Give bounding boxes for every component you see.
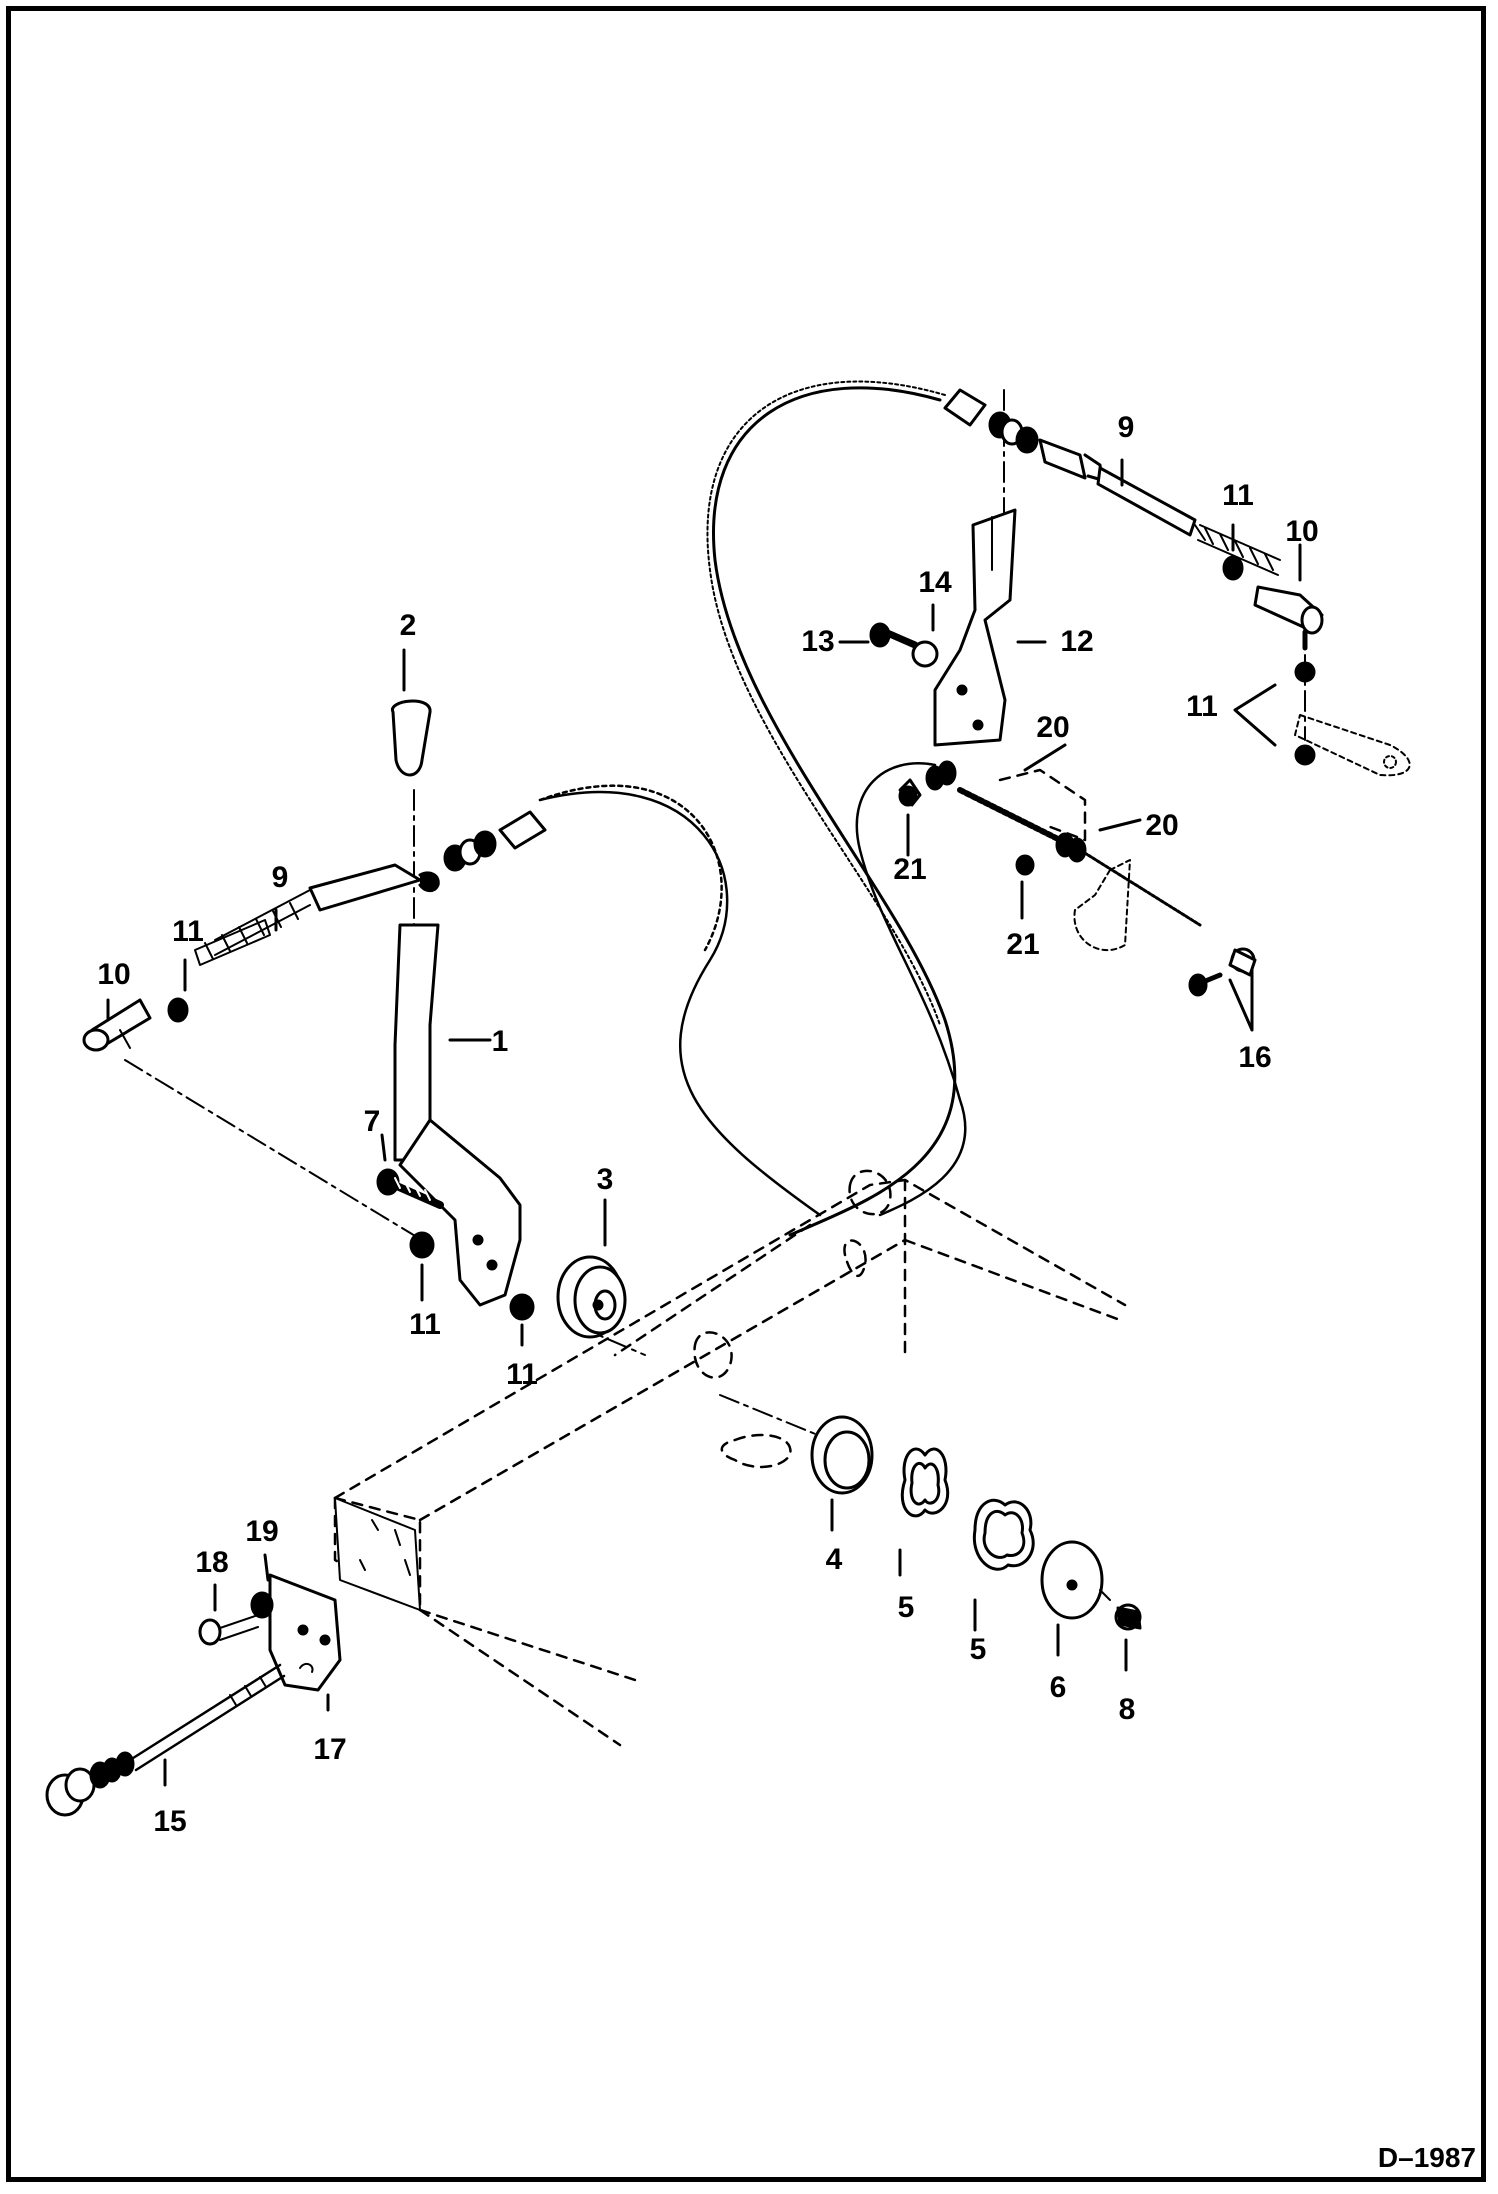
leader-lines xyxy=(106,458,1302,1787)
mount-plate xyxy=(45,1497,421,1817)
chassis-outline xyxy=(333,768,1127,1747)
callout-21-right: 21 xyxy=(1006,928,1040,961)
callout-8: 8 xyxy=(1118,1693,1136,1726)
control-cable-left xyxy=(82,810,547,1052)
callout-6: 6 xyxy=(1049,1671,1067,1704)
callout-10-right: 10 xyxy=(1285,515,1319,548)
callout-5a: 5 xyxy=(897,1591,915,1624)
callout-11-cable-left: 11 xyxy=(172,915,204,948)
callout-21-left: 21 xyxy=(893,853,927,886)
callout-12: 12 xyxy=(1060,625,1094,658)
callout-7: 7 xyxy=(363,1105,381,1138)
callout-13: 13 xyxy=(801,625,835,658)
callout-3: 3 xyxy=(596,1163,614,1196)
callout-14: 14 xyxy=(918,566,952,599)
throttle-cables xyxy=(538,380,967,1237)
callout-17: 17 xyxy=(313,1733,347,1766)
callout-2: 2 xyxy=(399,609,417,642)
friction-assembly xyxy=(810,1415,1142,1631)
control-cable-right xyxy=(869,388,1411,997)
callout-11-lever-nut: 11 xyxy=(409,1308,441,1341)
callout-20-lower: 20 xyxy=(1145,809,1179,842)
callout-9-right: 9 xyxy=(1117,411,1135,444)
callout-19: 19 xyxy=(245,1515,279,1548)
callout-1: 1 xyxy=(491,1025,509,1058)
callout-5b: 5 xyxy=(969,1633,987,1666)
callout-9-left: 9 xyxy=(271,861,289,894)
callout-10-left: 10 xyxy=(97,958,131,991)
callout-15: 15 xyxy=(153,1805,187,1838)
callout-11-pulley-nut: 11 xyxy=(506,1358,538,1391)
callout-18: 18 xyxy=(195,1546,229,1579)
callout-20-upper: 20 xyxy=(1036,711,1070,744)
callout-11-cable-right: 11 xyxy=(1222,479,1254,512)
callout-16: 16 xyxy=(1238,1041,1272,1074)
callout-4: 4 xyxy=(825,1543,843,1576)
drawing-id: D–1987 xyxy=(1377,2142,1476,2173)
control-lever xyxy=(376,699,627,1339)
diagram-border xyxy=(6,6,1486,2182)
callout-11-arm: 11 xyxy=(1186,690,1218,723)
